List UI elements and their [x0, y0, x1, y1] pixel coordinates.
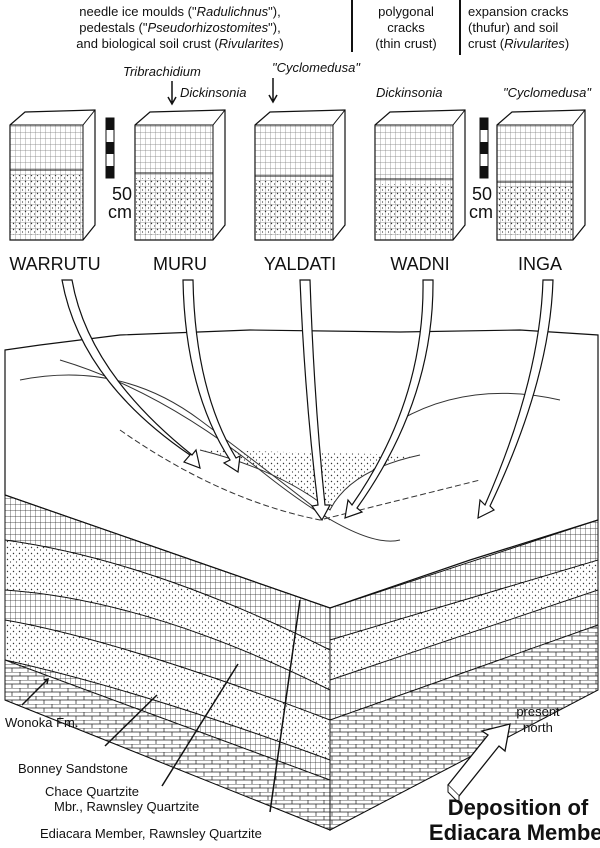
arrow-down-icon	[167, 81, 177, 106]
scale-value: 50	[112, 184, 132, 204]
caption-text: expansion cracks	[468, 4, 569, 19]
formation-label-wonoka: Wonoka Fm.	[5, 715, 78, 730]
caption-right: expansion cracks (thufur) and soil crust…	[468, 4, 569, 51]
formation-label-chace-2: Mbr., Rawnsley Quartzite	[54, 799, 199, 814]
diagram-title: Deposition of	[448, 795, 589, 820]
stratigraphic-columns	[9, 109, 586, 241]
caption-text: needle ice moulds ("Radulichnus"),	[79, 4, 280, 19]
taxon-name: Rivularites	[219, 36, 280, 51]
scale-bar: 50 cm	[105, 117, 132, 222]
north-label: present	[516, 704, 560, 719]
caption-text: pedestals ("Pseudorhizostomites"),	[79, 20, 280, 35]
caption-segment: needle ice moulds ("	[79, 4, 197, 19]
caption-text: cracks	[387, 20, 425, 35]
caption-text: crust (Rivularites)	[468, 36, 569, 51]
north-arrow-icon	[447, 723, 511, 805]
column-block-muru	[134, 109, 226, 241]
fossil-label: "Cyclomedusa"	[503, 85, 592, 100]
site-label-warrutu: WARRUTU	[9, 254, 100, 274]
scale-bar: 50 cm	[469, 117, 493, 222]
caption-middle: polygonal cracks (thin crust)	[375, 4, 436, 51]
caption-segment: )	[279, 36, 283, 51]
caption-segment: and biological soil crust (	[76, 36, 219, 51]
fossil-label: "Cyclomedusa"	[272, 60, 361, 75]
taxon-name: Pseudorhizostomites	[147, 20, 268, 35]
scale-value: 50	[472, 184, 492, 204]
caption-segment: expansion cracks	[468, 4, 569, 19]
column-block-wadni	[374, 109, 466, 241]
caption-left: needle ice moulds ("Radulichnus"), pedes…	[76, 4, 283, 51]
site-label-wadni: WADNI	[390, 254, 449, 274]
caption-segment: (thufur) and soil	[468, 20, 558, 35]
site-label-muru: MURU	[153, 254, 207, 274]
caption-segment: pedestals ("	[79, 20, 148, 35]
scale-unit: cm	[108, 202, 132, 222]
column-block-yaldati	[254, 109, 346, 241]
arrow-down-icon	[268, 78, 278, 104]
caption-text: (thin crust)	[375, 36, 436, 51]
leader-lines	[21, 599, 301, 813]
taxon-name: Radulichnus	[197, 4, 269, 19]
caption-segment: crust (	[468, 36, 505, 51]
site-label-inga: INGA	[518, 254, 562, 274]
formation-label-chace: Chace Quartzite	[45, 784, 139, 799]
caption-text: polygonal	[378, 4, 434, 19]
fossil-label: Tribrachidium	[123, 64, 201, 79]
site-label-yaldati: YALDATI	[264, 254, 336, 274]
north-label: north	[523, 720, 553, 735]
site-pointers	[61, 279, 554, 522]
caption-segment: )	[565, 36, 569, 51]
caption-text: and biological soil crust (Rivularites)	[76, 36, 283, 51]
taxon-name: Rivularites	[504, 36, 565, 51]
caption-segment: "),	[268, 4, 281, 19]
diagram-title: Ediacara Member	[429, 820, 600, 845]
block-diagram	[4, 329, 599, 831]
formation-label-bonney: Bonney Sandstone	[18, 761, 128, 776]
column-block-warrutu	[9, 109, 96, 241]
caption-segment: "),	[268, 20, 281, 35]
scale-unit: cm	[469, 202, 493, 222]
column-block-inga	[496, 109, 586, 241]
caption-text: (thufur) and soil	[468, 20, 558, 35]
formation-label-ediacara: Ediacara Member, Rawnsley Quartzite	[40, 826, 262, 841]
fossil-label: Dickinsonia	[180, 85, 246, 100]
fossil-label: Dickinsonia	[376, 85, 442, 100]
